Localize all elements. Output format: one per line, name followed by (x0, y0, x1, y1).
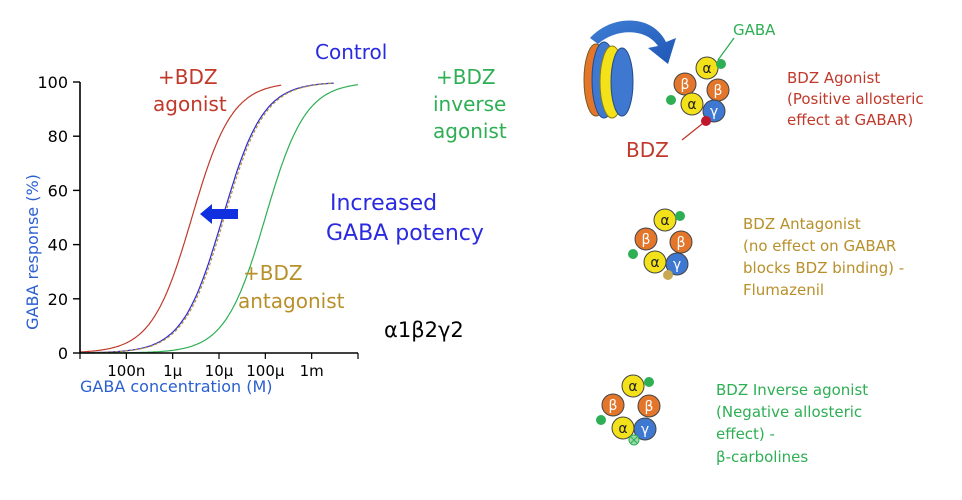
bdz-dot-icon (701, 116, 711, 126)
potency-label-line2: GABA potency (326, 221, 484, 246)
gamma-symbol: γ (673, 257, 681, 273)
agonist-curve (79, 84, 282, 353)
antagonist-panel-line3: blocks BDZ binding) - (743, 259, 904, 277)
gaba-dot-icon (666, 95, 676, 105)
inverse-label-line3: agonist (433, 119, 507, 143)
gaba-label: GABA (733, 21, 776, 39)
gamma-symbol: γ (710, 104, 718, 120)
gaba-dot-icon (716, 59, 726, 69)
rotate-arrow-icon (590, 20, 676, 65)
inverse-label-line2: inverse (433, 92, 506, 116)
gaba-dot-icon (644, 377, 654, 387)
left-arrow-icon (200, 204, 238, 224)
alpha-symbol: α (687, 97, 696, 113)
y-tick-label: 0 (58, 344, 68, 363)
bdz-label: BDZ (626, 138, 669, 162)
dose-response-chart: 0 20 40 60 80 100 100n 1μ 10μ 100μ 1m GABA concent… (23, 40, 507, 396)
inverse-agonist-mark-icon (630, 436, 638, 444)
inverse-panel-line2: (Negative allosteric (716, 403, 862, 421)
y-tick-label: 60 (48, 181, 68, 200)
y-axis-label: GABA response (%) (23, 174, 42, 330)
x-axis-label: GABA concentration (M) (80, 377, 273, 396)
agonist-panel-line3: effect at GABAR) (787, 111, 913, 129)
axis-ticks: 0 20 40 60 80 100 100n 1μ 10μ 100μ 1m (37, 73, 359, 380)
beta-symbol: β (642, 232, 651, 248)
alpha-subunit-icon (680, 92, 704, 116)
y-tick-label: 20 (48, 290, 68, 309)
y-tick-label: 40 (48, 236, 68, 255)
alpha-symbol: α (660, 213, 669, 229)
beta-symbol: β (681, 77, 690, 93)
agonist-label-line2: agonist (153, 92, 227, 116)
antagonist-curve (80, 82, 334, 354)
x-tick-label: 10μ (205, 362, 234, 380)
x-tick-label: 1m (300, 362, 324, 380)
gaba-dot-icon (675, 211, 685, 221)
beta-symbol: β (714, 83, 723, 99)
x-tick-label: 100n (107, 362, 145, 380)
potency-label-line1: Increased (330, 191, 437, 216)
channel-side-view (583, 41, 634, 119)
alpha-symbol: α (650, 255, 659, 271)
inverse-panel-line4: β-carbolines (716, 448, 808, 466)
gaba-dot-icon (596, 415, 606, 425)
agonist-panel-line2: (Positive allosteric (787, 90, 924, 108)
alpha-symbol: α (702, 61, 711, 77)
receptor-agonist: α β β α γ (666, 37, 735, 141)
agonist-panel-line1: BDZ Agonist (787, 69, 880, 87)
y-tick-label: 80 (48, 127, 68, 146)
control-label: Control (315, 40, 387, 64)
receptor-inverse-agonist: α β β α γ (596, 374, 661, 446)
x-tick-label: 100μ (246, 362, 285, 380)
beta-symbol: β (645, 399, 654, 415)
receptor-antagonist: α β β α γ (628, 208, 693, 280)
gaba-dot-icon (628, 249, 638, 259)
x-tick-label: 1μ (163, 362, 183, 380)
bdz-pointer (681, 123, 703, 141)
agonist-label-line1: +BDZ (158, 65, 218, 89)
inverse-panel-line3: effect) - (716, 425, 775, 443)
antagonist-dot-icon (663, 270, 673, 280)
gaba-pointer (717, 37, 735, 61)
antagonist-label-line1: +BDZ (243, 261, 303, 285)
subunit-label: α1β2γ2 (384, 318, 464, 342)
beta-symbol: β (609, 398, 618, 414)
alpha-symbol: α (628, 379, 637, 395)
gamma-subunit-icon (702, 99, 726, 123)
inverse-panel-line1: BDZ Inverse agonist (716, 381, 868, 399)
beta-symbol: β (677, 235, 686, 251)
gamma-symbol: γ (641, 422, 649, 438)
antagonist-label-line2: antagonist (238, 289, 345, 313)
antagonist-panel-line2: (no effect on GABAR (743, 237, 896, 255)
antagonist-panel-line4: Flumazenil (743, 281, 824, 299)
inverse-label-line1: +BDZ (436, 65, 496, 89)
y-tick-label: 100 (37, 73, 68, 92)
antagonist-panel-line1: BDZ Antagonist (743, 215, 861, 233)
alpha-symbol: α (618, 421, 627, 437)
